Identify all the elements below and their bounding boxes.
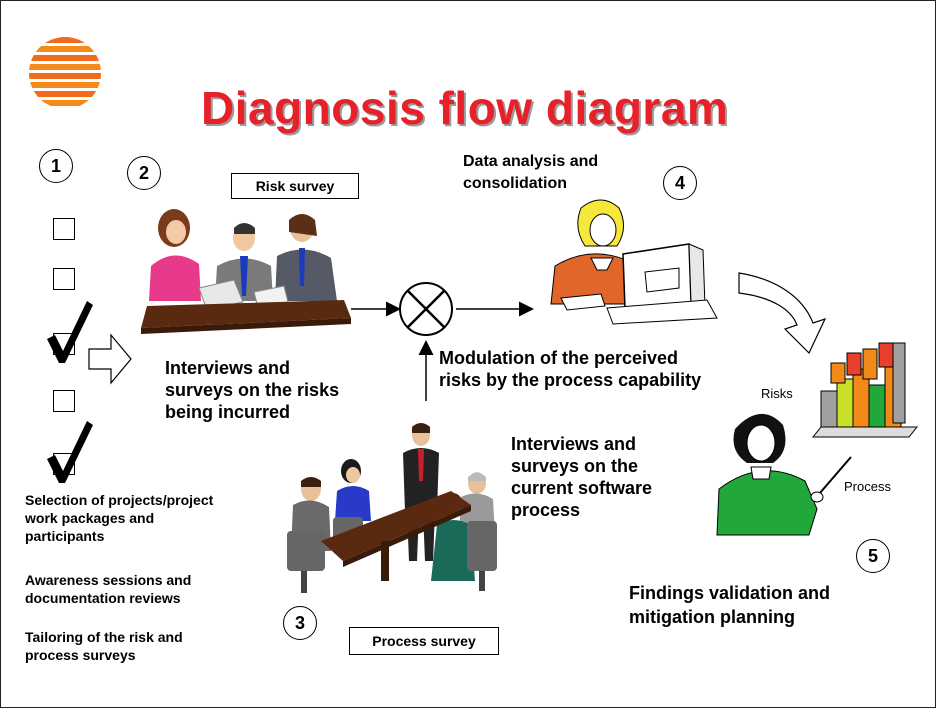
awareness-text: Awareness sessions and documentation rev… — [25, 572, 192, 606]
process-survey-label: Process survey — [349, 627, 499, 655]
risk-process-chart-icon — [811, 342, 919, 438]
risk-interviews-text: Interviews and surveys on the risks bein… — [165, 358, 340, 422]
risk-meeting-illustration — [141, 209, 351, 334]
page-title: Diagnosis flow diagram — [201, 82, 729, 134]
checkmark-icon — [47, 421, 93, 483]
presenter-illustration — [716, 342, 919, 536]
modulation-text: Modulation of the perceived risks by the… — [439, 348, 702, 390]
block-arrow-right-icon — [88, 333, 132, 385]
step-1-marker: 1 — [39, 149, 73, 183]
data-analysis-text: Data analysis and consolidation — [463, 153, 599, 192]
multiplier-icon — [399, 282, 453, 336]
selection-text: Selection of projects/project work packa… — [25, 492, 214, 544]
step-2-marker: 2 — [127, 156, 161, 190]
checkmark-icon — [47, 301, 93, 363]
tailoring-text: Tailoring of the risk and process survey… — [25, 629, 183, 663]
analyst-illustration — [550, 199, 718, 325]
chart-label-process: Process — [844, 479, 891, 494]
step-5-marker: 5 — [856, 539, 890, 573]
checkbox-2 — [53, 268, 75, 290]
logo-icon — [29, 37, 101, 106]
process-interviews-text: Interviews and surveys on the current so… — [511, 434, 653, 520]
risk-survey-label: Risk survey — [231, 173, 359, 199]
findings-text: Findings validation and mitigation plann… — [629, 583, 831, 627]
step-3-marker: 3 — [283, 606, 317, 640]
step-4-marker: 4 — [663, 166, 697, 200]
curved-arrow-icon — [738, 272, 827, 355]
chart-label-risks: Risks — [761, 386, 793, 401]
process-meeting-illustration — [287, 423, 497, 593]
checkbox-4 — [53, 390, 75, 412]
checkbox-1 — [53, 218, 75, 240]
